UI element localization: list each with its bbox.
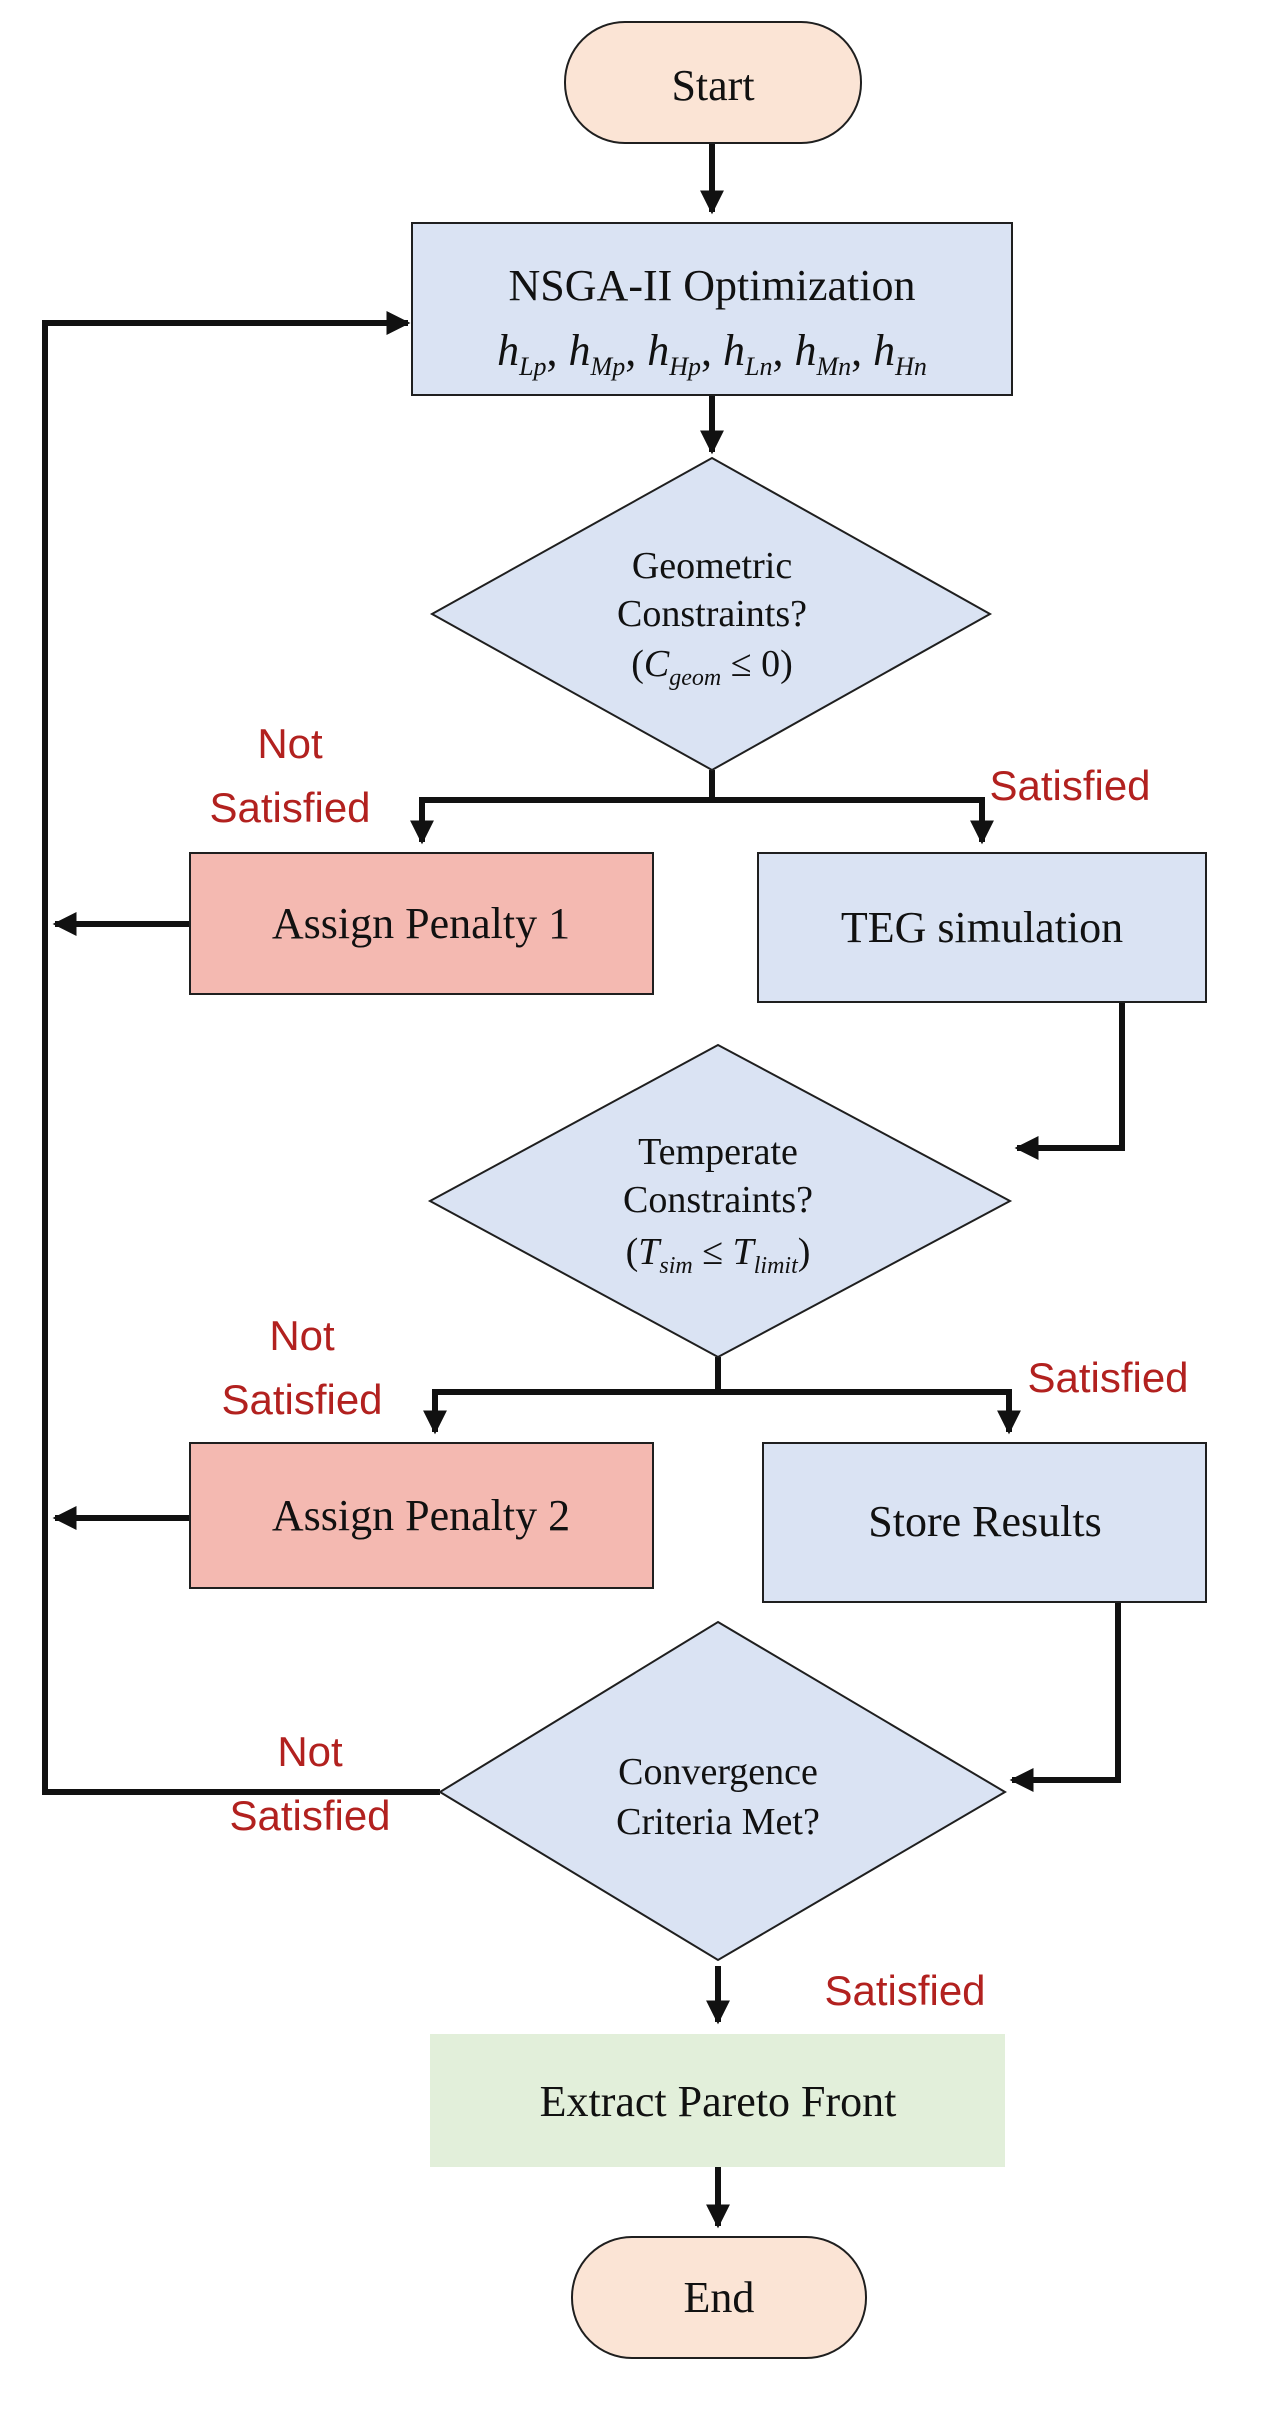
teg-label: TEG simulation — [841, 903, 1123, 952]
temp-not-satisfied-label-1: Not — [269, 1312, 335, 1359]
pareto-label: Extract Pareto Front — [540, 2077, 897, 2126]
penalty2-box — [189, 1442, 654, 1589]
geom-decision: Geometric Constraints? (Cgeom ≤ 0) — [429, 456, 993, 772]
end-label: End — [684, 2273, 755, 2322]
conv-line2: Criteria Met? — [616, 1801, 820, 1843]
end-shape — [571, 2236, 867, 2359]
nsga-variables: hLp, hMp, hHp, hLn, hMn, hHn — [497, 326, 927, 381]
temp-diamond — [427, 1043, 1013, 1359]
geom-not-satisfied-label-2: Satisfied — [209, 784, 370, 831]
temp-condition: (Tsim ≤ Tlimit) — [626, 1231, 811, 1279]
conv-satisfied-label: Satisfied — [824, 1967, 985, 2014]
temp-not-satisfied-label-2: Satisfied — [221, 1376, 382, 1423]
edge-teg-temp — [1014, 1002, 1125, 1160]
pareto-box — [430, 2034, 1005, 2167]
teg-box — [757, 852, 1207, 1003]
temp-line1: Temperate — [638, 1131, 798, 1173]
connectors — [42, 143, 1125, 2229]
geom-not-satisfied-label-1: Not — [257, 720, 323, 767]
geom-diamond — [429, 456, 993, 772]
edge-store-conv — [1009, 1602, 1121, 1792]
geom-line1: Geometric — [632, 545, 792, 587]
conv-not-satisfied-label-2: Satisfied — [229, 1792, 390, 1839]
edge-conv-feedback-loop — [42, 311, 440, 1795]
geom-line2: Constraints? — [617, 593, 807, 635]
geom-satisfied-label: Satisfied — [989, 762, 1150, 809]
nsga-node: NSGA-II Optimization hLp, hMp, hHp, hLn,… — [411, 222, 1013, 396]
penalty1-label: Assign Penalty 1 — [272, 899, 570, 948]
nsga-box — [411, 222, 1013, 396]
temp-line2: Constraints? — [623, 1179, 813, 1221]
start-label: Start — [671, 61, 754, 110]
end-node: End — [571, 2236, 867, 2359]
conv-decision: Convergence Criteria Met? — [438, 1620, 1007, 1962]
penalty2-node: Assign Penalty 2 — [189, 1442, 654, 1589]
store-node: Store Results — [762, 1442, 1207, 1603]
conv-diamond — [438, 1620, 1007, 1962]
penalty1-node: Assign Penalty 1 — [189, 852, 654, 995]
start-node: Start — [564, 21, 862, 144]
penalty2-label: Assign Penalty 2 — [272, 1491, 570, 1540]
geom-condition: (Cgeom ≤ 0) — [631, 643, 793, 691]
conv-not-satisfied-label-1: Not — [277, 1728, 343, 1775]
store-box — [762, 1442, 1207, 1603]
pareto-node: Extract Pareto Front — [430, 2034, 1005, 2167]
conv-line1: Convergence — [618, 1751, 818, 1793]
penalty1-box — [189, 852, 654, 995]
temp-satisfied-label: Satisfied — [1027, 1354, 1188, 1401]
nsga-title: NSGA-II Optimization — [509, 261, 916, 310]
teg-node: TEG simulation — [757, 852, 1207, 1003]
store-label: Store Results — [868, 1497, 1101, 1546]
start-shape — [564, 21, 862, 144]
temp-decision: Temperate Constraints? (Tsim ≤ Tlimit) — [427, 1043, 1013, 1359]
